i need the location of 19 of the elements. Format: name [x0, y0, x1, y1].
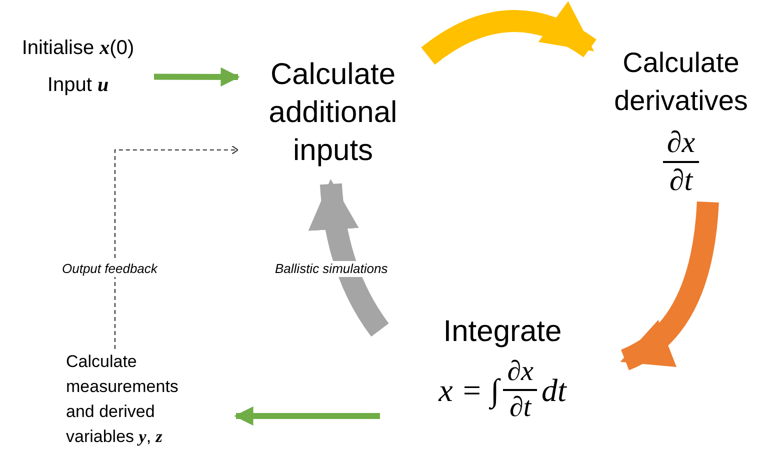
arrow	[114, 145, 239, 349]
fraction-numerator: ∂x	[666, 128, 696, 158]
edge-label: Ballistic simulations	[273, 261, 390, 278]
edge-label: Output feedback	[60, 261, 160, 278]
arrow	[154, 67, 240, 87]
fraction-numerator: ∂x	[506, 358, 534, 386]
node-label: Input u	[47, 73, 109, 98]
formula-text: dt	[541, 374, 566, 406]
node-label: Calculate derivatives	[613, 46, 749, 118]
node-label: Integrate	[443, 314, 562, 350]
node-label: Calculate measurements and derived variables y, z	[66, 351, 180, 448]
arrow	[234, 406, 380, 426]
block-arrow	[421, 2, 596, 65]
node-label: Calculate additional inputs	[268, 57, 398, 169]
block-arrow	[620, 201, 719, 370]
node-label: Initialise x(0)	[22, 36, 134, 61]
fraction-denominator: ∂t	[668, 166, 694, 196]
fraction-denominator: ∂t	[508, 394, 533, 422]
block-arrow	[309, 178, 389, 336]
